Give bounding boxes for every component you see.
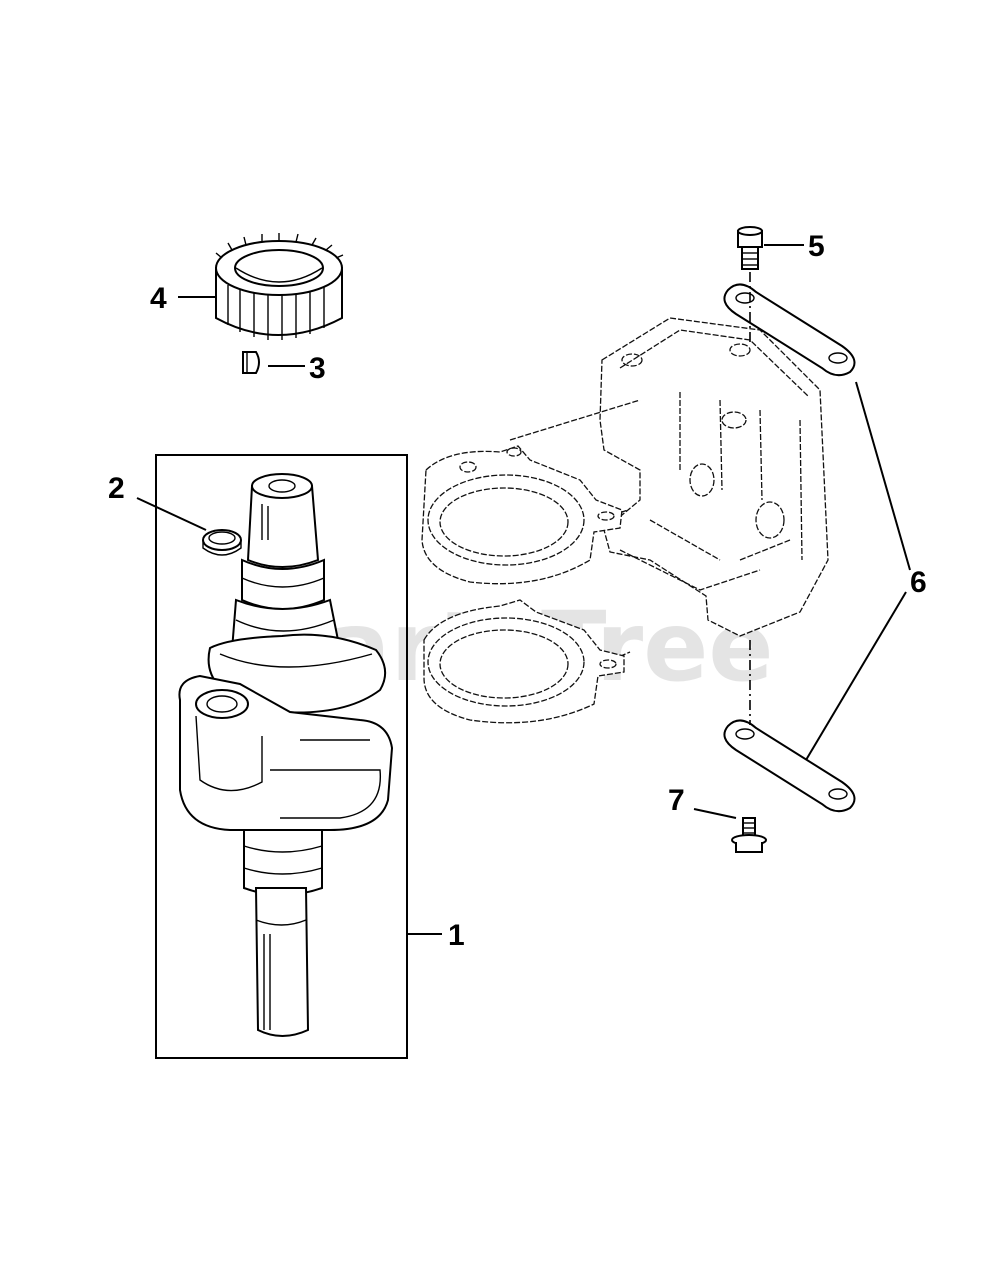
flange-bolt-part[interactable]	[731, 817, 767, 853]
seal-housing-upper-reference	[421, 445, 623, 585]
link-plate-upper[interactable]	[723, 283, 856, 377]
callout-7: 7	[668, 784, 685, 817]
callout-2: 2	[108, 472, 125, 505]
leader-6-upper	[855, 381, 911, 571]
woodruff-key-part[interactable]	[242, 351, 260, 374]
leader-7	[693, 808, 737, 819]
callout-4: 4	[150, 282, 167, 315]
callout-1: 1	[448, 919, 465, 952]
bolt-part[interactable]	[737, 226, 763, 270]
callout-5: 5	[808, 230, 825, 263]
leader-2	[136, 497, 207, 531]
callout-6: 6	[910, 566, 927, 599]
callout-3: 3	[309, 352, 326, 385]
crankshaft-part[interactable]	[178, 473, 394, 1037]
crankshaft-kit-box	[155, 454, 408, 1059]
seal-housing-lower-reference	[423, 599, 625, 724]
leader-6-lower	[805, 591, 907, 761]
link-plate-lower[interactable]	[723, 719, 856, 813]
crankcase-reference	[509, 317, 829, 667]
gear-part[interactable]	[215, 233, 344, 340]
ring-part[interactable]	[202, 529, 242, 556]
